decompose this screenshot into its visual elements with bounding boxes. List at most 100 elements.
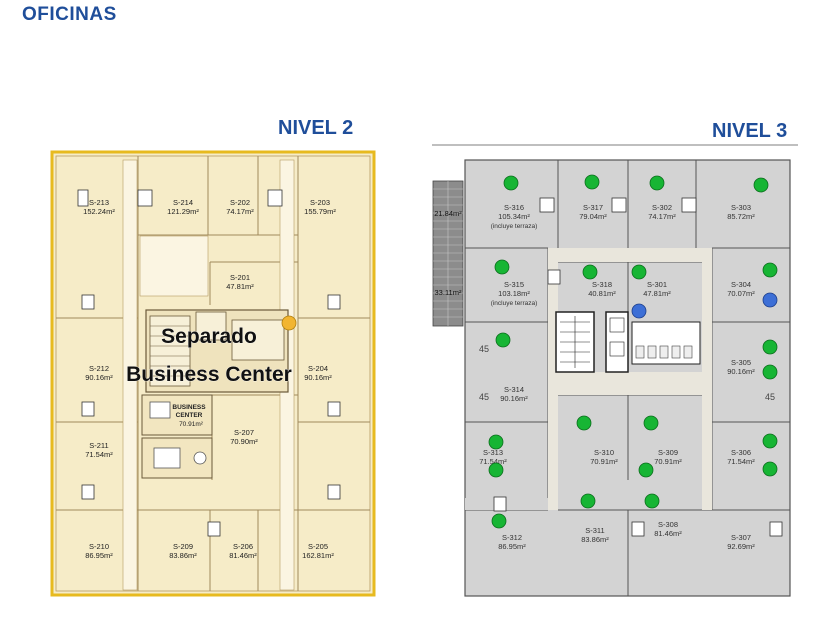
- unit-id-label: S-205: [308, 542, 328, 551]
- unit-id-label: S-317: [583, 203, 603, 212]
- unit-area-label: 70.91m²: [590, 457, 618, 466]
- unit-id-label: S-302: [652, 203, 672, 212]
- available-marker: [753, 177, 769, 193]
- unit-id-label: S-303: [731, 203, 751, 212]
- unit-area-label: 70.90m²: [230, 437, 258, 446]
- unit-area-label: 90.16m²: [727, 367, 755, 376]
- dimension-label: 45: [479, 392, 489, 402]
- available-marker: [638, 462, 654, 478]
- business-center-area: 70.91m²: [179, 421, 204, 428]
- unit-area-label: 74.17m²: [226, 207, 254, 216]
- available-marker: [584, 174, 600, 190]
- unit-area-label: 47.81m²: [643, 289, 671, 298]
- unit-area-label: 47.81m²: [226, 282, 254, 291]
- unit-id-label: S-304: [731, 280, 751, 289]
- unit-id-label: S-318: [592, 280, 612, 289]
- unit-area-label: 92.69m²: [727, 542, 755, 551]
- unit-id-label: S-207: [234, 428, 254, 437]
- available-marker: [762, 461, 778, 477]
- unit-id-label: S-212: [89, 364, 109, 373]
- business-center-label-2: CENTER: [176, 412, 203, 419]
- terrace-area-b: 33.11m²: [435, 288, 462, 297]
- available-marker: [488, 462, 504, 478]
- available-marker: [762, 364, 778, 380]
- unit-id-label: S-309: [658, 448, 678, 457]
- unit-id-label: S-306: [731, 448, 751, 457]
- unit-id-label: S-201: [230, 273, 250, 282]
- unit-area-label: 70.07m²: [727, 289, 755, 298]
- unit-area-label: 40.81m²: [588, 289, 616, 298]
- unit-area-label: 79.04m²: [579, 212, 607, 221]
- dimension-label: 45: [765, 392, 775, 402]
- available-marker: [488, 434, 504, 450]
- unit-area-label: 81.46m²: [229, 551, 257, 560]
- page-title: OFICINAS: [22, 4, 117, 25]
- overlay-separado: Separado: [161, 325, 257, 348]
- unit-area-label: 74.17m²: [648, 212, 676, 221]
- available-marker: [494, 259, 510, 275]
- available-marker: [762, 433, 778, 449]
- available-marker: [631, 264, 647, 280]
- available-marker: [582, 264, 598, 280]
- status-marker: [631, 303, 647, 319]
- unit-area-label: 71.54m²: [85, 450, 113, 459]
- unit-area-label: 152.24m²: [83, 207, 115, 216]
- unit-id-label: S-213: [89, 198, 109, 207]
- unit-id-label: S-210: [89, 542, 109, 551]
- unit-area-label: 86.95m²: [498, 542, 526, 551]
- unit-area-label: 105.34m²: [498, 212, 530, 221]
- dimension-label: 45: [479, 344, 489, 354]
- business-center-label-1: BUSINESS: [172, 404, 206, 411]
- unit-area-label: 71.54m²: [479, 457, 507, 466]
- unit-id-label: S-214: [173, 198, 193, 207]
- unit-area-label: 103.18m²: [498, 289, 530, 298]
- unit-note-label: (incluye terraza): [491, 223, 538, 230]
- unit-area-label: 90.16m²: [85, 373, 113, 382]
- terrace-area-a: 21.84m²: [434, 209, 462, 218]
- unit-id-label: S-202: [230, 198, 250, 207]
- level-3-title: NIVEL 3: [712, 120, 788, 142]
- unit-area-label: 90.16m²: [500, 394, 528, 403]
- unit-id-label: S-206: [233, 542, 253, 551]
- unit-area-label: 83.86m²: [169, 551, 197, 560]
- available-marker: [503, 175, 519, 191]
- unit-id-label: S-314: [504, 385, 524, 394]
- level-2-title: NIVEL 2: [278, 117, 354, 139]
- status-marker: [762, 292, 778, 308]
- unit-id-label: S-313: [483, 448, 503, 457]
- unit-id-label: S-305: [731, 358, 751, 367]
- unit-id-label: S-307: [731, 533, 751, 542]
- available-marker: [643, 415, 659, 431]
- available-marker: [580, 493, 596, 509]
- unit-id-label: S-203: [310, 198, 330, 207]
- unit-id-label: S-315: [504, 280, 524, 289]
- unit-id-label: S-311: [585, 526, 604, 535]
- unit-id-label: S-308: [658, 520, 678, 529]
- unit-id-label: S-209: [173, 542, 193, 551]
- available-marker: [762, 262, 778, 278]
- unit-id-label: S-312: [502, 533, 522, 542]
- available-marker: [762, 339, 778, 355]
- unit-id-label: S-316: [504, 203, 524, 212]
- unit-id-label: S-310: [594, 448, 614, 457]
- overlay-business-center: Business Center: [126, 363, 292, 386]
- available-marker: [644, 493, 660, 509]
- available-marker: [649, 175, 665, 191]
- unit-area-label: 155.79m²: [304, 207, 336, 216]
- unit-note-label: (incluye terraza): [491, 300, 538, 307]
- unit-area-label: 86.95m²: [85, 551, 113, 560]
- unit-id-label: S-204: [308, 364, 328, 373]
- unit-area-label: 162.81m²: [302, 551, 334, 560]
- unit-area-label: 70.91m²: [654, 457, 682, 466]
- available-marker: [495, 332, 511, 348]
- unit-id-label: S-211: [89, 441, 108, 450]
- unit-area-label: 83.86m²: [581, 535, 609, 544]
- reserved-marker: [281, 315, 297, 331]
- available-marker: [576, 415, 592, 431]
- unit-id-label: S-301: [647, 280, 667, 289]
- unit-area-label: 90.16m²: [304, 373, 332, 382]
- unit-area-label: 121.29m²: [167, 207, 199, 216]
- unit-area-label: 81.46m²: [654, 529, 682, 538]
